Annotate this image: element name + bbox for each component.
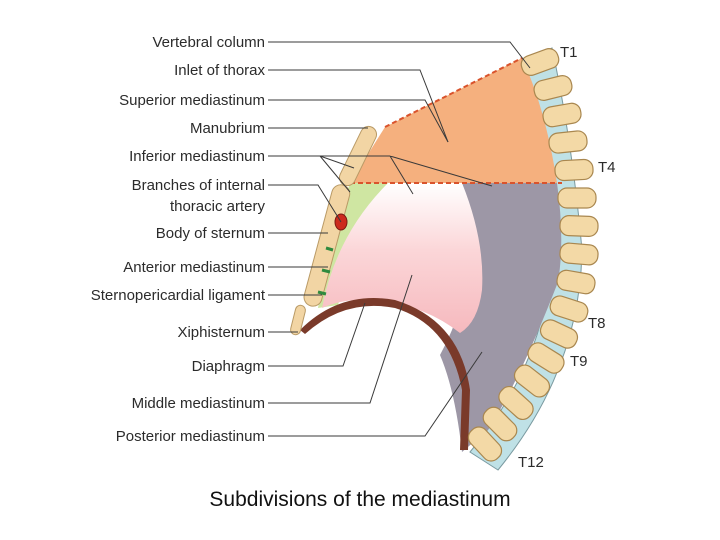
- level-t12: T12: [518, 454, 544, 471]
- label-sternopericardial-ligament: Sternopericardial ligament: [91, 287, 266, 304]
- level-t9: T9: [570, 353, 588, 370]
- vertebral-body: [548, 130, 588, 154]
- vertebral-body: [556, 269, 596, 295]
- sternopericardial-ligament-marks: [317, 246, 334, 296]
- label-branches-line1: Branches of internal: [132, 177, 265, 194]
- label-vertebral-column: Vertebral column: [152, 34, 265, 51]
- level-t1: T1: [560, 44, 578, 61]
- label-manubrium: Manubrium: [190, 120, 265, 137]
- vertebral-body: [513, 364, 551, 398]
- label-posterior-mediastinum: Posterior mediastinum: [116, 428, 265, 445]
- vertebral-body: [482, 406, 518, 442]
- label-middle-mediastinum: Middle mediastinum: [132, 395, 265, 412]
- xiphisternum-bone: [290, 304, 306, 336]
- label-inferior-mediastinum: Inferior mediastinum: [129, 148, 265, 165]
- vertebral-body: [542, 102, 582, 128]
- vertebral-body: [559, 242, 599, 266]
- label-inlet-of-thorax: Inlet of thorax: [174, 62, 265, 79]
- leader-lines: [268, 41, 531, 437]
- vertebral-body: [533, 75, 573, 101]
- vertebral-body: [549, 295, 589, 323]
- label-branches-line2: thoracic artery: [170, 198, 266, 215]
- middle-mediastinum-region: [322, 183, 483, 333]
- superior-mediastinum-region: [350, 58, 557, 183]
- level-t8: T8: [588, 315, 606, 332]
- vertebral-body: [539, 319, 579, 349]
- label-body-of-sternum: Body of sternum: [156, 225, 265, 242]
- vertebral-column: [467, 48, 599, 462]
- label-xiphisternum: Xiphisternum: [177, 324, 265, 341]
- vertebral-body: [520, 48, 560, 76]
- vertebral-body: [559, 215, 599, 237]
- vertebral-body: [498, 385, 534, 421]
- label-superior-mediastinum: Superior mediastinum: [119, 92, 265, 109]
- label-anterior-mediastinum: Anterior mediastinum: [123, 259, 265, 276]
- vertebral-body: [554, 158, 594, 182]
- inlet-of-thorax-line: [384, 57, 523, 128]
- vertebral-body: [467, 426, 503, 462]
- vertebral-body: [527, 342, 565, 374]
- label-diaphragm: Diaphragm: [192, 358, 265, 375]
- level-t4: T4: [598, 159, 616, 176]
- figure-caption: Subdivisions of the mediastinum: [209, 488, 511, 511]
- vertebral-body: [557, 187, 597, 209]
